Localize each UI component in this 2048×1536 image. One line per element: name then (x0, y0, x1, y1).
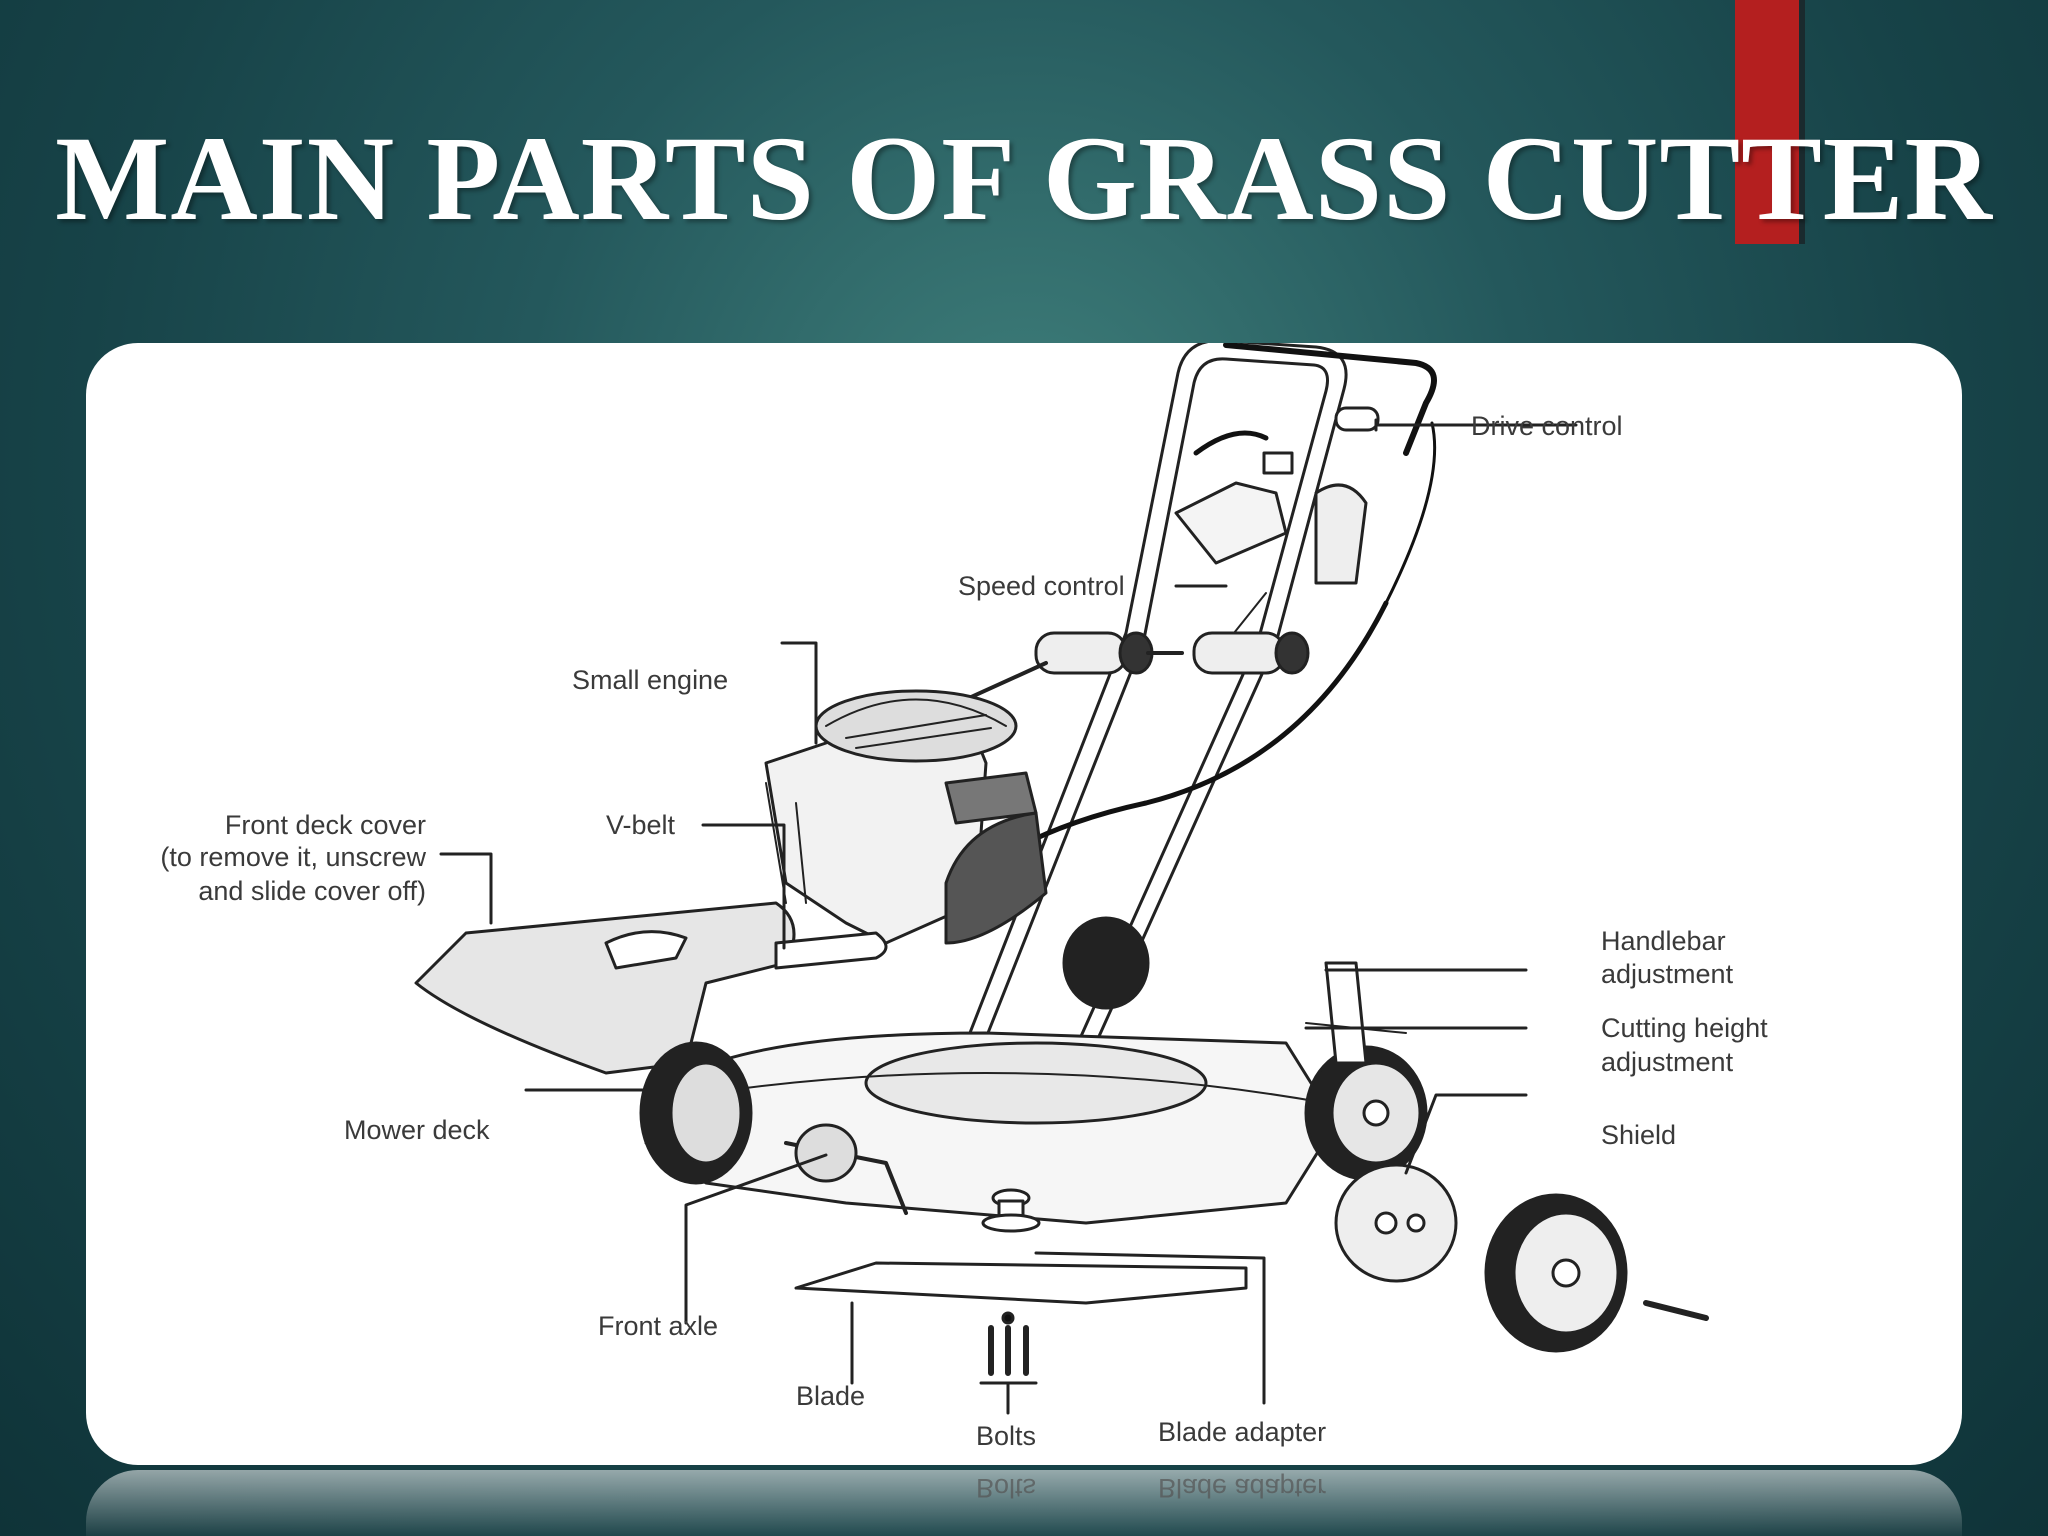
mower-illustration (414, 343, 1709, 1415)
label-bolts: Bolts (976, 1421, 1037, 1451)
label-drive-control: Drive control (1471, 411, 1623, 441)
label-small-engine: Small engine (572, 665, 729, 695)
label-front-deck-cover-1: Front deck cover (224, 810, 426, 840)
card-reflection: Bolts Blade adapter (86, 1470, 1962, 1536)
page-title: MAIN PARTS OF GRASS CUTTER (55, 112, 1993, 246)
label-blade-adapter: Blade adapter (1158, 1417, 1327, 1447)
label-cutting-height-1: Cutting height (1601, 1013, 1768, 1043)
label-speed-control: Speed control (958, 571, 1125, 601)
label-front-axle: Front axle (598, 1311, 719, 1341)
reflection-label-blade-adapter: Blade adapter (1158, 1473, 1327, 1503)
diagram-card: Drive control Speed control Small engine… (86, 343, 1962, 1465)
accent-bar (1735, 0, 1799, 244)
label-shield: Shield (1601, 1120, 1677, 1150)
label-v-belt: V-belt (606, 810, 676, 840)
label-handlebar-adjustment-1: Handlebar (1601, 926, 1726, 956)
label-handlebar-adjustment-2: adjustment (1601, 959, 1734, 989)
reflection-label-bolts: Bolts (976, 1473, 1037, 1503)
label-front-deck-cover-3: and slide cover off) (198, 876, 426, 906)
label-blade: Blade (796, 1381, 866, 1411)
label-mower-deck: Mower deck (344, 1115, 490, 1145)
label-front-deck-cover-2: (to remove it, unscrew (160, 842, 426, 872)
label-cutting-height-2: adjustment (1601, 1047, 1734, 1077)
